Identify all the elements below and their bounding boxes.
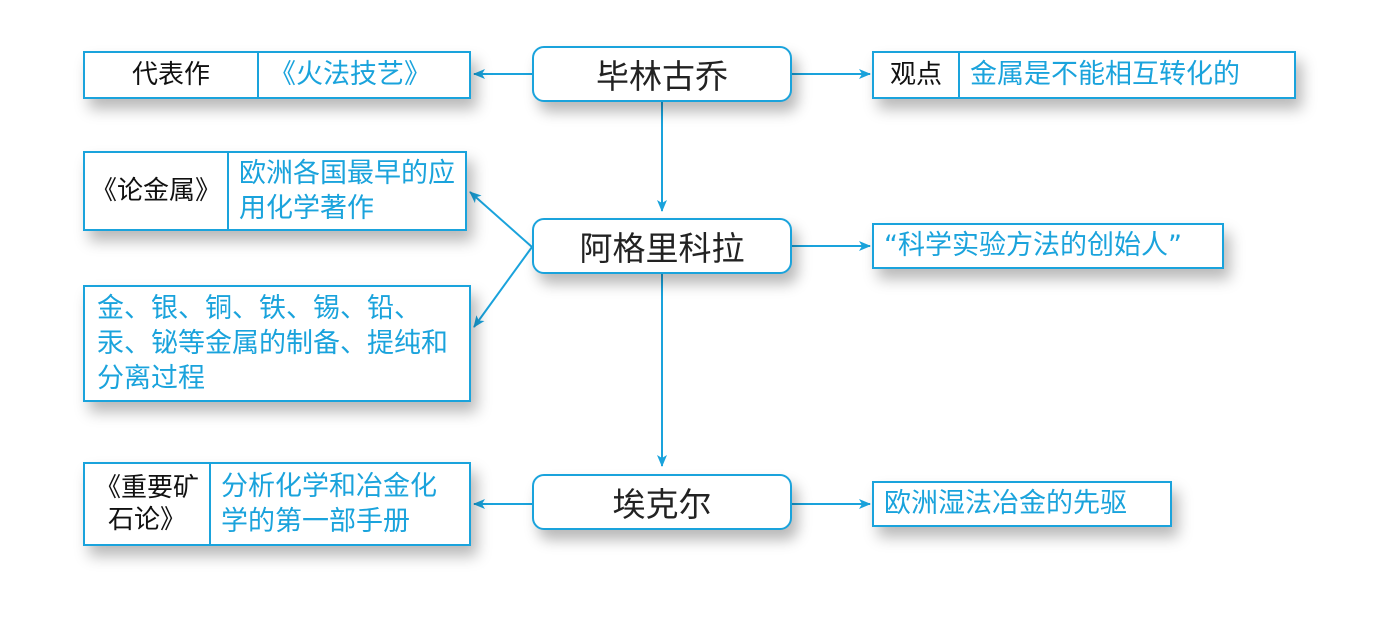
agricola-title-box: “科学实验方法的创始人” — [872, 223, 1224, 269]
agricola-work-box: 《论金属》 欧洲各国最早的应用化学著作 — [83, 151, 467, 231]
agricola-title-text: “科学实验方法的创始人” — [884, 230, 1182, 262]
agricola-work-value: 欧洲各国最早的应用化学著作 — [239, 157, 455, 224]
ercker-work-label: 《重要矿石论》 — [85, 464, 211, 544]
bilinguccio-view-label: 观点 — [874, 53, 960, 97]
agricola-content-box: 金、银、铜、铁、锡、铅、汞、铋等金属的制备、提纯和分离过程 — [83, 285, 471, 402]
agricola-content-text: 金、银、铜、铁、锡、铅、汞、铋等金属的制备、提纯和分离过程 — [97, 292, 448, 395]
node-agricola: 阿格里科拉 — [532, 218, 792, 274]
node-agricola-label: 阿格里科拉 — [579, 229, 745, 268]
ercker-work-box: 《重要矿石论》 分析化学和冶金化学的第一部手册 — [83, 462, 471, 546]
arrow-n2-to-work — [469, 191, 533, 248]
bilinguccio-work-label: 代表作 — [85, 53, 259, 97]
bilinguccio-work-value: 《火法技艺》 — [269, 59, 431, 91]
ercker-title-box: 欧洲湿法冶金的先驱 — [872, 481, 1172, 527]
node-ercker-label: 埃克尔 — [612, 485, 712, 524]
node-ercker: 埃克尔 — [532, 474, 792, 530]
ercker-title-text: 欧洲湿法冶金的先驱 — [884, 488, 1127, 520]
bilinguccio-work-box: 代表作 《火法技艺》 — [83, 51, 471, 99]
arrow-n2-to-content — [473, 246, 533, 328]
agricola-work-label: 《论金属》 — [85, 153, 229, 229]
ercker-work-value: 分析化学和冶金化学的第一部手册 — [221, 470, 437, 537]
node-bilinguccio: 毕林古乔 — [532, 46, 792, 102]
bilinguccio-view-value: 金属是不能相互转化的 — [970, 59, 1240, 91]
bilinguccio-view-box: 观点 金属是不能相互转化的 — [872, 51, 1296, 99]
node-bilinguccio-label: 毕林古乔 — [596, 57, 728, 96]
